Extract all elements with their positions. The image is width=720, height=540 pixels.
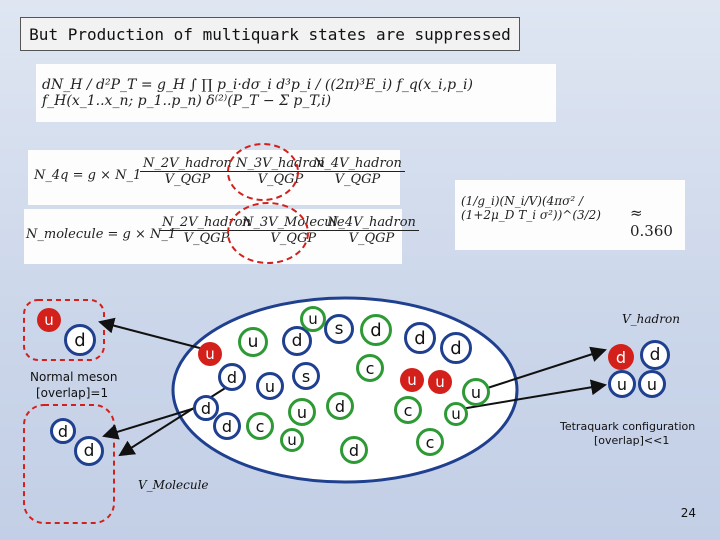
n4q-lhs: N_4q = g × N_1 (34, 168, 142, 183)
quark: d (608, 344, 634, 370)
coalescence-factor: (1/g_i)(N_i/V)(4πσ² / (1+2μ_D T_i σ²))^(… (455, 180, 685, 250)
v-hadron-label: V_hadron (622, 312, 680, 326)
quark: d (340, 436, 368, 464)
overlap1-label: [overlap]=1 (36, 386, 109, 400)
distribution-equation: dN_H / d²P_T = g_H ∫ ∏ p_i·dσ_i d³p_i / … (36, 64, 556, 122)
meson-box-top (23, 299, 105, 361)
highlight-circle-2 (227, 202, 309, 264)
quark: d (213, 412, 241, 440)
quark: u (300, 306, 326, 332)
quark: u (280, 428, 304, 452)
overlap2-label: [overlap]<<1 (594, 434, 670, 447)
quark: u (462, 378, 490, 406)
quark: s (292, 362, 320, 390)
slide-title: But Production of multiquark states are … (20, 17, 520, 51)
nmol-lhs: N_molecule = g × N_1 (26, 227, 177, 242)
quark: d (218, 363, 246, 391)
quark: u (256, 372, 284, 400)
quark: u (608, 370, 636, 398)
quark: d (440, 332, 472, 364)
quark: d (50, 418, 76, 444)
quark: s (324, 314, 354, 344)
quark: u (444, 402, 468, 426)
quark: u (198, 342, 222, 366)
meson-box-bottom (23, 404, 115, 524)
quark: c (246, 412, 274, 440)
quark: u (400, 368, 424, 392)
quark: d (74, 436, 104, 466)
normal-meson-label: Normal meson (30, 370, 118, 384)
quark: d (193, 395, 219, 421)
quark: u (288, 398, 316, 426)
tetraquark-label: Tetraquark configuration (560, 420, 696, 433)
highlight-circle-1 (227, 143, 299, 201)
quark: d (360, 314, 392, 346)
quark: d (64, 324, 96, 356)
quark: u (428, 370, 452, 394)
quark: d (404, 322, 436, 354)
v-molecule-label: V_Molecule (138, 478, 209, 492)
page-number: 24 (680, 506, 696, 520)
quark: u (37, 308, 61, 332)
quark: d (326, 392, 354, 420)
quark: c (356, 354, 384, 382)
quark: u (638, 370, 666, 398)
quark: d (282, 326, 312, 356)
quark: u (238, 327, 268, 357)
quark: d (640, 340, 670, 370)
quark: c (416, 428, 444, 456)
quark: c (394, 396, 422, 424)
